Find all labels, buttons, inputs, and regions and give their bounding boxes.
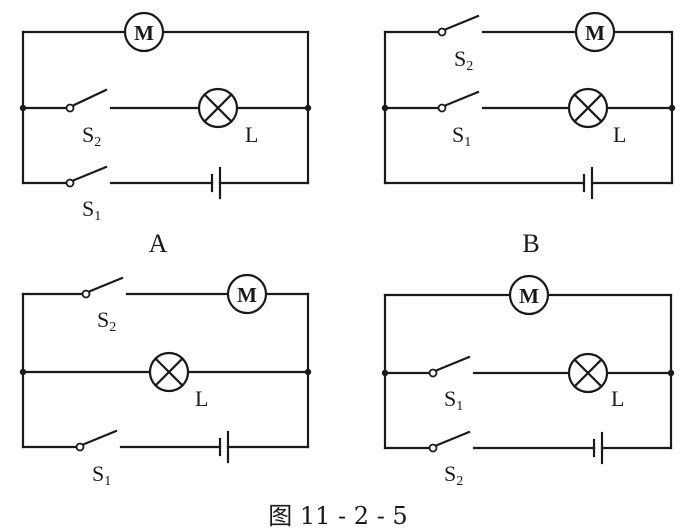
switch-label: S1 — [82, 196, 101, 224]
motor-label: M — [585, 21, 605, 45]
switch-label: S1 — [452, 122, 471, 150]
switch-label: S2 — [82, 122, 101, 150]
switch-label: S1 — [92, 461, 111, 489]
switch-icon — [65, 165, 108, 188]
switch-icon — [428, 430, 471, 453]
panel-label: B — [522, 229, 539, 258]
switch-icon — [437, 14, 480, 37]
switch-label: S1 — [444, 386, 463, 414]
junction-dot — [668, 104, 676, 112]
junction-dot — [667, 369, 675, 377]
motor-label: M — [519, 284, 539, 308]
switch-icon — [81, 276, 124, 299]
lamp-icon — [567, 87, 609, 129]
junction-dot — [19, 104, 27, 112]
motor-icon: M — [123, 11, 165, 53]
junction-dot — [19, 368, 27, 376]
circuit-b: M S2 S1 L B — [381, 11, 676, 258]
switch-label: S2 — [444, 461, 463, 489]
lamp-label: L — [245, 122, 258, 147]
junction-dot — [304, 104, 312, 112]
switch-icon — [437, 90, 480, 113]
switch-icon — [428, 355, 471, 378]
battery-icon — [582, 166, 594, 200]
switch-icon — [75, 429, 118, 452]
junction-dot — [304, 368, 312, 376]
figure-caption: 图 11 - 2 - 5 — [268, 502, 407, 530]
motor-icon: M — [508, 274, 550, 316]
motor-label: M — [134, 21, 154, 45]
lamp-icon — [148, 351, 190, 393]
battery-icon — [592, 431, 604, 465]
lamp-label: L — [195, 386, 208, 411]
lamp-label: L — [611, 386, 624, 411]
switch-icon — [65, 88, 108, 113]
motor-icon: M — [226, 273, 268, 315]
lamp-icon — [567, 352, 609, 394]
battery-icon — [218, 430, 230, 464]
switch-label: S2 — [97, 307, 116, 335]
circuit-a: M S2 S1 L A — [19, 11, 312, 258]
panel-label: A — [149, 229, 168, 258]
motor-label: M — [237, 283, 257, 307]
circuit-d: M S1 S2 L — [381, 274, 675, 489]
motor-icon: M — [574, 11, 616, 53]
switch-label: S2 — [454, 46, 473, 74]
battery-icon — [210, 166, 222, 200]
junction-dot — [381, 369, 389, 377]
junction-dot — [381, 104, 389, 112]
lamp-label: L — [613, 122, 626, 147]
lamp-icon — [197, 87, 239, 129]
circuit-c: M S2 S1 L — [19, 273, 312, 489]
